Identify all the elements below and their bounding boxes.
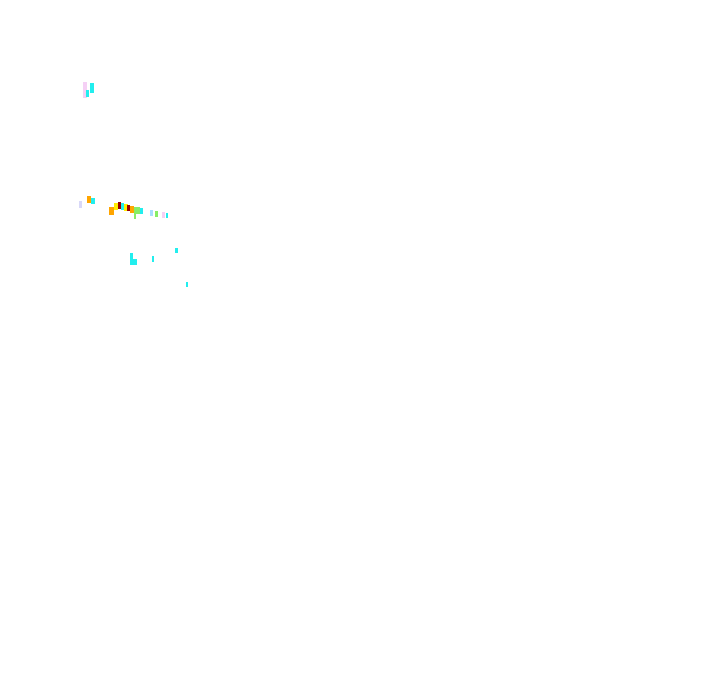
- artifact-fragment: [86, 90, 89, 97]
- artifact-fragment: [83, 82, 87, 98]
- artifact-fragment: [150, 210, 153, 216]
- artifact-fragment: [166, 213, 168, 218]
- artifact-fragment: [140, 208, 143, 214]
- artifact-fragment: [91, 198, 95, 204]
- artifact-fragment: [130, 206, 134, 213]
- artifact-fragment: [127, 205, 130, 211]
- artifact-fragment: [121, 203, 124, 210]
- artifact-fragment: [90, 83, 94, 93]
- artifact-fragment: [124, 204, 128, 211]
- artifact-fragment: [155, 211, 158, 217]
- artifact-fragment: [134, 214, 136, 219]
- artifact-fragment: [109, 207, 114, 215]
- artifact-fragment: [87, 196, 91, 203]
- artifact-fragment: [134, 207, 140, 214]
- artifact-fragment: [175, 248, 178, 253]
- artifact-fragment: [79, 201, 82, 208]
- artifact-fragment: [114, 203, 118, 210]
- artifact-fragment: [186, 282, 188, 287]
- artifact-fragment: [130, 253, 133, 265]
- artifact-fragment: [152, 256, 154, 262]
- artifact-fragment: [133, 259, 137, 265]
- artifact-fragment: [162, 212, 165, 218]
- artifact-fragment: [118, 202, 121, 209]
